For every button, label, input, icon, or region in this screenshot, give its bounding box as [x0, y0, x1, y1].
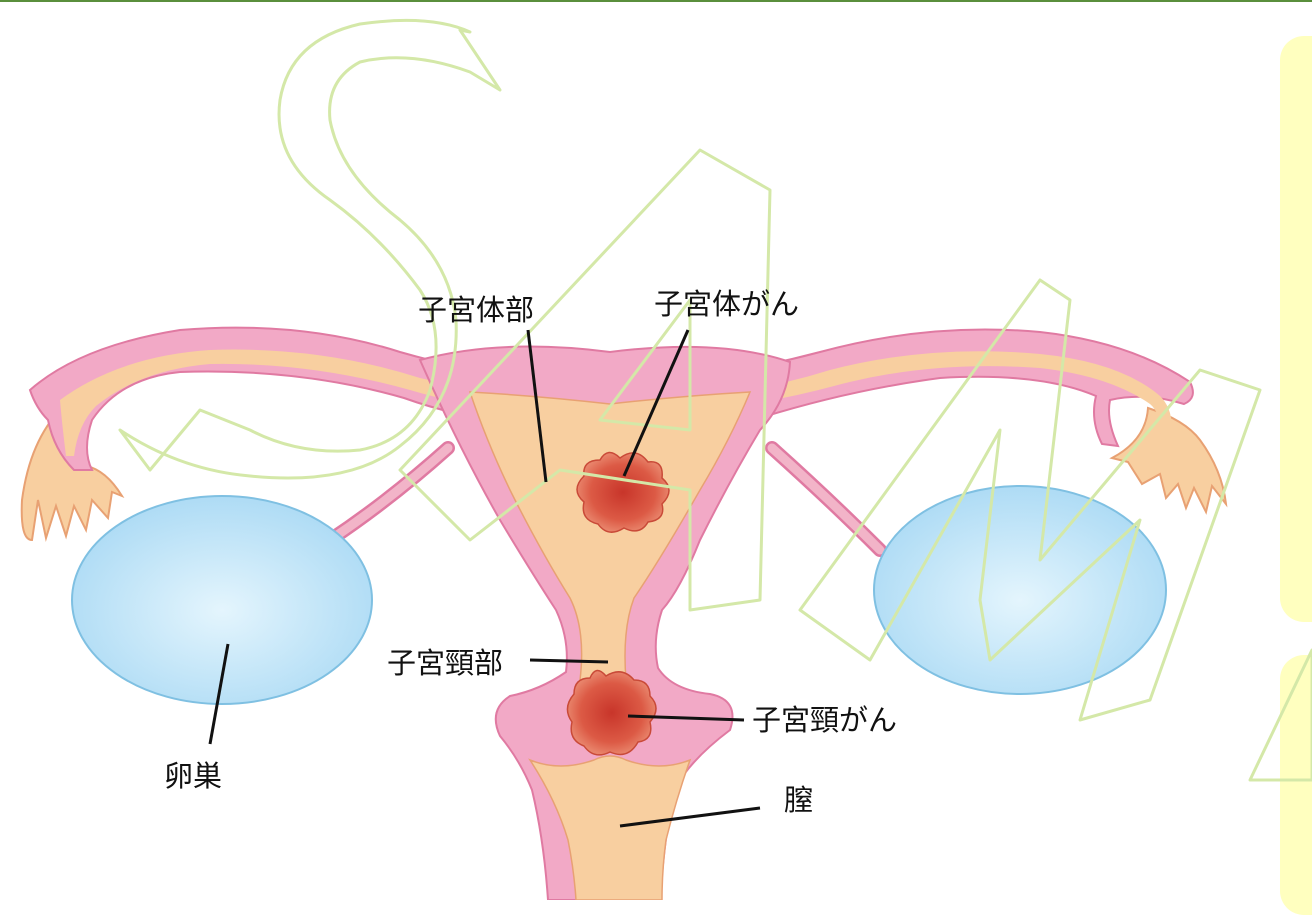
- label-uterine-corpus: 子宮体部: [418, 296, 534, 325]
- label-uterine-corpus-cancer: 子宮体がん: [654, 290, 799, 319]
- right-ovarian-ligament-inner: [772, 448, 880, 550]
- label-cervical-cancer: 子宮頸がん: [752, 706, 897, 735]
- cervix-leader-line: [530, 660, 608, 662]
- corpus-tumor: [577, 452, 669, 532]
- watermark-letter-m-tail: [1250, 650, 1312, 780]
- left-ovarian-ligament-inner: [330, 448, 448, 540]
- right-ovary: [874, 486, 1166, 694]
- uterine-cavity: [470, 392, 750, 696]
- label-cervix: 子宮頸部: [387, 649, 503, 678]
- label-vagina: 膣: [784, 786, 813, 815]
- label-ovary: 卵巣: [164, 762, 222, 791]
